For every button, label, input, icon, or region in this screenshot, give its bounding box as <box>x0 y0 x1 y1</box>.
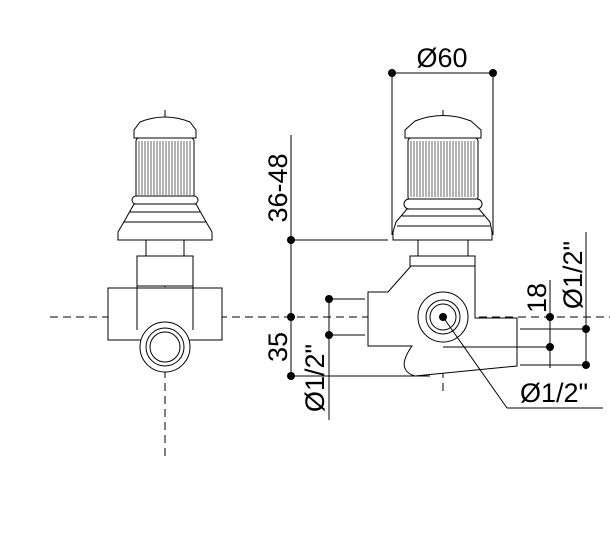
right-port-label: Ø1/2" <box>558 241 588 309</box>
dimension-lines <box>287 69 603 420</box>
left-view-valve <box>107 116 223 373</box>
outlet-offset-label: 35 <box>263 332 293 362</box>
knob-height-label: 36-48 <box>263 153 293 222</box>
right-offset-label: 18 <box>522 283 552 313</box>
knob-diameter-label: Ø60 <box>416 43 467 73</box>
left-port-label: Ø1/2" <box>300 344 330 412</box>
center-port-label: Ø1/2" <box>520 378 588 408</box>
right-view-valve <box>367 115 518 377</box>
